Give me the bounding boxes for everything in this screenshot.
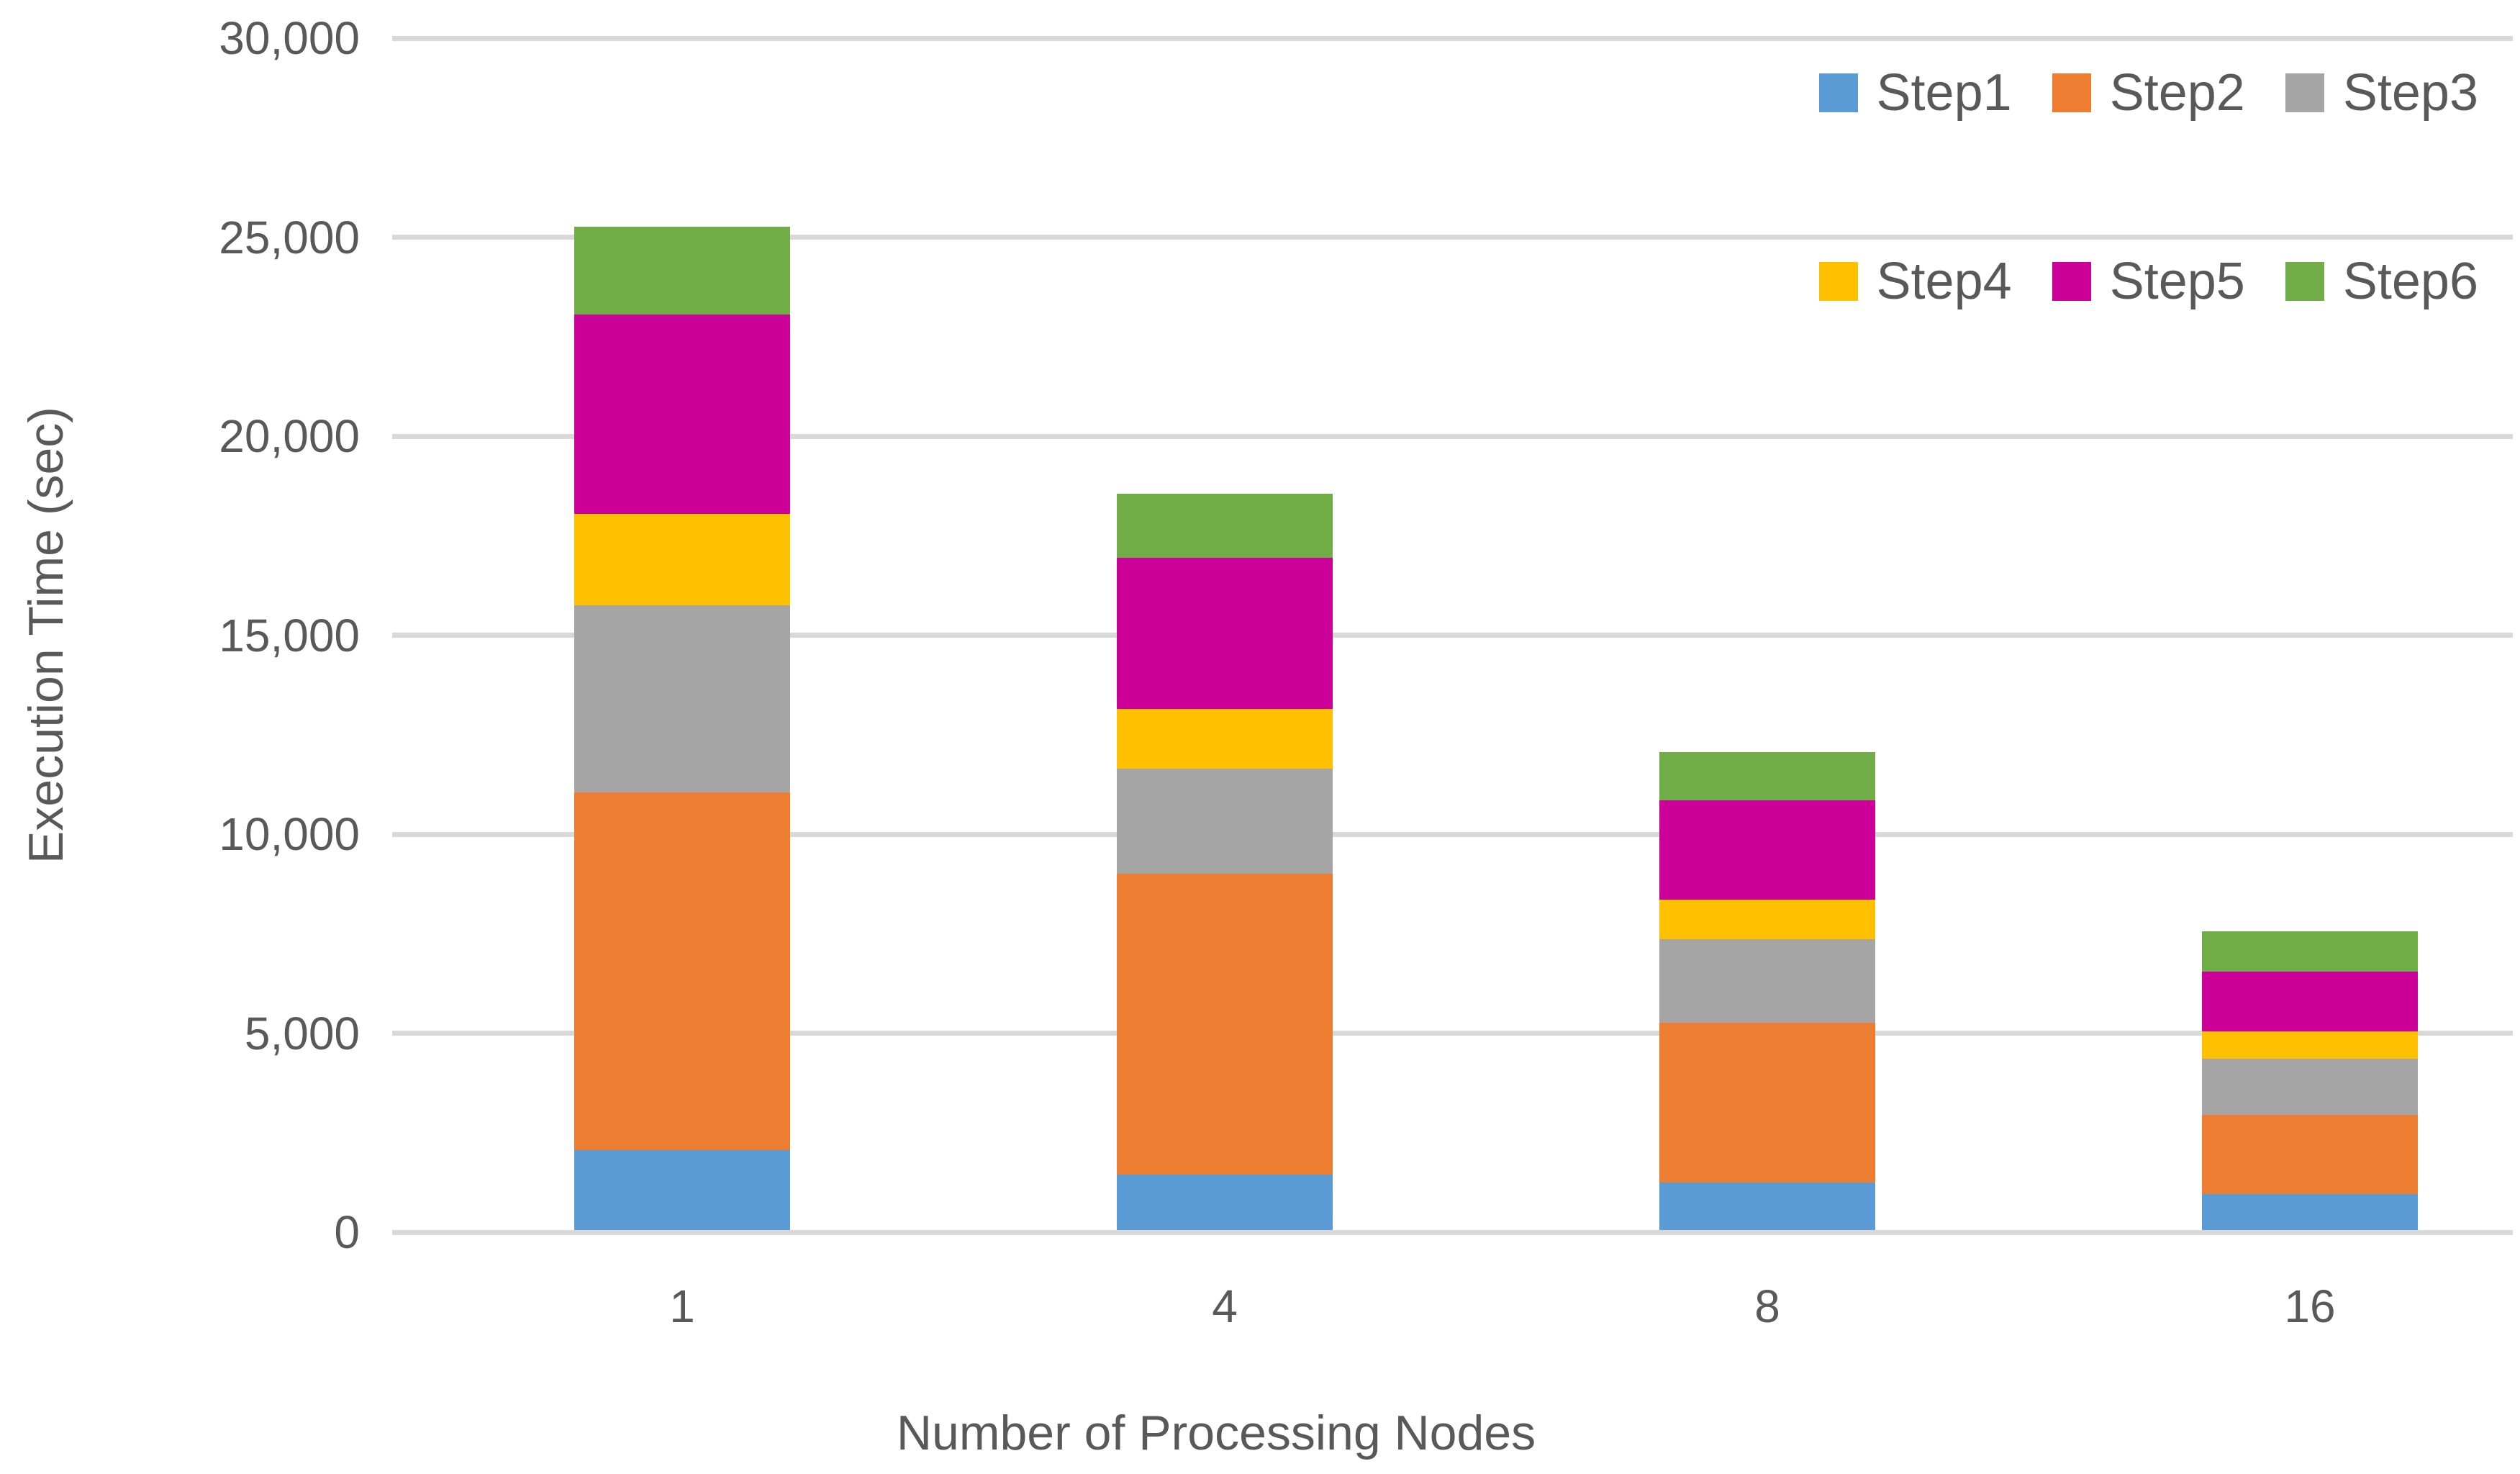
x-tick-label: 4 <box>1212 1280 1238 1332</box>
bar-segment-step6 <box>2202 931 2418 972</box>
legend-swatch-step2 <box>2052 73 2091 112</box>
y-tick-label: 0 <box>334 1206 360 1258</box>
y-tick-label: 5,000 <box>244 1007 360 1059</box>
bar-segment-step2 <box>1117 874 1333 1175</box>
legend-row: Step4 Step5 Step6 <box>1818 252 2478 311</box>
y-tick-label: 20,000 <box>219 410 360 462</box>
legend-label: Step4 <box>1876 253 2012 310</box>
x-tick-label: 1 <box>669 1280 695 1332</box>
gridline <box>392 831 2513 837</box>
legend-label: Step2 <box>2109 64 2245 122</box>
bar-segment-step2 <box>574 792 790 1151</box>
bar-segment-step4 <box>1659 900 1875 940</box>
bar-segment-step1 <box>1117 1174 1333 1230</box>
legend-item-step5: Step5 <box>2052 252 2245 311</box>
legend-row: Step1 Step2 Step3 <box>1818 63 2478 122</box>
bar-segment-step3 <box>2202 1059 2418 1115</box>
bar-segment-step1 <box>2202 1194 2418 1230</box>
bar-16-nodes <box>2202 931 2418 1230</box>
gridline <box>392 235 2513 240</box>
gridline <box>392 433 2513 439</box>
bar-segment-step6 <box>574 227 790 315</box>
y-tick-label: 30,000 <box>219 12 360 64</box>
legend-swatch-step4 <box>1818 262 1858 301</box>
bar-segment-step4 <box>2202 1031 2418 1059</box>
bar-segment-step1 <box>1659 1182 1875 1230</box>
bar-segment-step3 <box>574 605 790 792</box>
legend-item-step1: Step1 <box>1818 63 2012 122</box>
legend-item-step3: Step3 <box>2285 63 2478 122</box>
legend-swatch-step1 <box>1818 73 1858 112</box>
y-tick-label: 15,000 <box>219 609 360 661</box>
gridline <box>392 35 2513 41</box>
plot-area <box>392 35 2513 1235</box>
legend-swatch-step5 <box>2052 262 2091 301</box>
legend-item-step6: Step6 <box>2285 252 2478 311</box>
x-tick-label: 16 <box>2284 1280 2336 1332</box>
bar-4-nodes <box>1117 494 1333 1230</box>
legend-swatch-step6 <box>2285 262 2324 301</box>
bar-segment-step6 <box>1659 752 1875 800</box>
bar-segment-step2 <box>2202 1114 2418 1195</box>
bar-segment-step2 <box>1659 1023 1875 1183</box>
bar-segment-step1 <box>574 1150 790 1230</box>
gridline <box>392 1229 2513 1235</box>
y-tick-label: 25,000 <box>219 211 360 263</box>
bar-segment-step3 <box>1659 939 1875 1023</box>
legend-label: Step3 <box>2342 64 2478 122</box>
bar-segment-step5 <box>2202 971 2418 1031</box>
gridline <box>392 1031 2513 1036</box>
bar-segment-step5 <box>1117 557 1333 709</box>
bar-segment-step6 <box>1117 494 1333 558</box>
bar-segment-step4 <box>574 513 790 605</box>
x-tick-label: 8 <box>1754 1280 1780 1332</box>
bar-segment-step5 <box>574 315 790 514</box>
legend-item-step4: Step4 <box>1818 252 2012 311</box>
bar-segment-step4 <box>1117 708 1333 769</box>
legend-item-step2: Step2 <box>2052 63 2245 122</box>
gridline <box>392 633 2513 638</box>
bar-8-nodes <box>1659 752 1875 1230</box>
bar-segment-step5 <box>1659 800 1875 900</box>
bar-1-nodes <box>574 227 790 1230</box>
legend-label: Step5 <box>2109 253 2245 310</box>
legend-swatch-step3 <box>2285 73 2324 112</box>
y-tick-label: 10,000 <box>219 808 360 860</box>
x-axis-title: Number of Processing Nodes <box>896 1406 1536 1460</box>
legend-label: Step6 <box>2342 253 2478 310</box>
bar-segment-step3 <box>1117 768 1333 874</box>
legend-label: Step1 <box>1876 64 2012 122</box>
